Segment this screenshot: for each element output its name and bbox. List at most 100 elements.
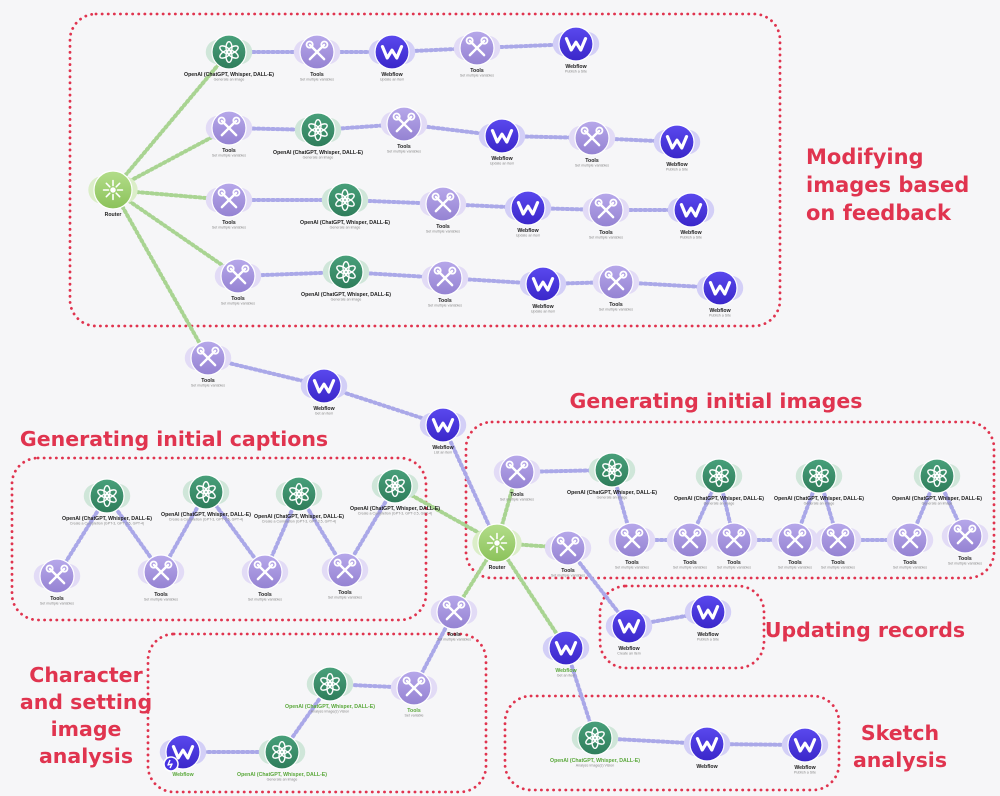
openai-module-circle[interactable] <box>594 452 630 488</box>
link-m3-r2[interactable] <box>441 423 499 545</box>
openai-module[interactable]: OpenAI (ChatGPT, Whisper, DALL-E)Create … <box>62 478 152 526</box>
openai-module[interactable]: OpenAI (ChatGPT, Whisper, DALL-E)Generat… <box>300 182 390 230</box>
openai-module[interactable]: OpenAI (ChatGPT, Whisper, DALL-E)Create … <box>161 474 251 522</box>
openai-module-circle[interactable] <box>919 458 955 494</box>
webflow-logo-icon <box>695 737 719 752</box>
webflow-logo-icon <box>554 641 578 656</box>
webflow-module[interactable]: Webflow <box>683 726 731 770</box>
module-label: Tools <box>201 378 215 384</box>
router-module[interactable]: Router <box>88 170 138 218</box>
openai-module[interactable]: OpenAI (ChatGPT, Whisper, DALL-E)Generat… <box>674 458 764 506</box>
openai-module-circle[interactable] <box>188 474 224 510</box>
openai-module[interactable]: OpenAI (ChatGPT, Whisper, DALL-E)Generat… <box>774 458 864 506</box>
link-r1-a1[interactable] <box>111 50 231 192</box>
module-label: Tools <box>903 560 917 566</box>
openai-module-circle[interactable] <box>211 34 247 70</box>
openai-module-circle[interactable] <box>327 182 363 218</box>
module-subtitle: Create a Completion (GPT-3, GPT-3.5, GPT… <box>358 512 433 516</box>
module-subtitle: Publish a Site <box>666 168 688 172</box>
webflow-logo-icon <box>490 129 514 144</box>
openai-module[interactable]: OpenAI (ChatGPT, Whisper, DALL-E)Analyze… <box>285 666 375 714</box>
module-subtitle: Generate an image <box>804 502 835 506</box>
openai-module[interactable]: OpenAI (ChatGPT, Whisper, DALL-E)Generat… <box>237 734 327 782</box>
openai-module-circle[interactable] <box>312 666 348 702</box>
link-r1-d1[interactable] <box>111 188 240 278</box>
module-subtitle: Create a Completion (GPT-3, GPT-3.5, GPT… <box>169 518 244 522</box>
openai-module-circle[interactable] <box>89 478 125 514</box>
webflow-module[interactable]: Webflow <box>159 734 207 778</box>
module-subtitle: Create a Completion (GPT-3, GPT-3.5, GPT… <box>262 520 337 524</box>
module-subtitle: Generate an image <box>704 502 735 506</box>
openai-module[interactable]: OpenAI (ChatGPT, Whisper, DALL-E)Analyze… <box>550 720 640 768</box>
openai-module-circle[interactable] <box>377 468 413 504</box>
schedule-clock-icon[interactable] <box>163 756 179 772</box>
openai-module[interactable]: OpenAI (ChatGPT, Whisper, DALL-E)Generat… <box>184 34 274 82</box>
group-character-outline <box>146 632 488 794</box>
openai-module[interactable]: OpenAI (ChatGPT, Whisper, DALL-E)Generat… <box>567 452 657 500</box>
link-r2-w1[interactable] <box>495 541 568 650</box>
module-subtitle: Set multiple variables <box>778 566 812 570</box>
openai-module[interactable]: OpenAI (ChatGPT, Whisper, DALL-E)Generat… <box>273 112 363 160</box>
router-module[interactable]: Router <box>472 523 522 571</box>
openai-module[interactable]: OpenAI (ChatGPT, Whisper, DALL-E)Generat… <box>892 458 982 506</box>
openai-module-circle[interactable] <box>328 254 364 290</box>
openai-module[interactable]: OpenAI (ChatGPT, Whisper, DALL-E)Create … <box>254 476 344 524</box>
group-initial-images: Generating initial images <box>464 389 996 580</box>
openai-module-circle[interactable] <box>701 458 737 494</box>
openai-module[interactable]: OpenAI (ChatGPT, Whisper, DALL-E)Generat… <box>301 254 391 302</box>
openai-module[interactable]: OpenAI (ChatGPT, Whisper, DALL-E)Create … <box>350 468 440 516</box>
openai-module-circle[interactable] <box>281 476 317 512</box>
openai-module-circle[interactable] <box>801 458 837 494</box>
module-subtitle: Publish a Site <box>680 236 702 240</box>
module-label: OpenAI (ChatGPT, Whisper, DALL-E) <box>674 496 764 502</box>
openai-icon <box>709 464 729 488</box>
openai-module-circle[interactable] <box>264 734 300 770</box>
openai-module-circle[interactable] <box>300 112 336 148</box>
openai-module-circle[interactable] <box>577 720 613 756</box>
module-subtitle: Set multiple variables <box>428 304 462 308</box>
webflow-logo-icon <box>708 281 732 296</box>
link-r1-m1[interactable] <box>111 188 210 360</box>
